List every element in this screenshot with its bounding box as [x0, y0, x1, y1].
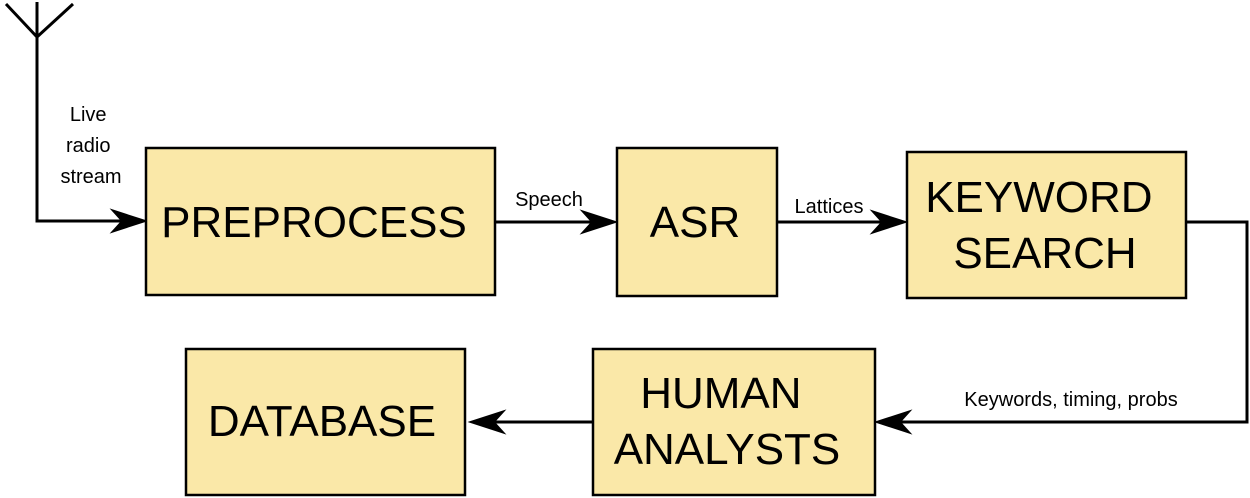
- node-human-analysts-label-line-1: HUMAN: [640, 369, 801, 418]
- edge-preprocess-to-asr-arrowhead: [579, 209, 619, 235]
- edge-asr-to-keyword: Lattices: [778, 196, 909, 235]
- svg-text:DATABASE: DATABASE: [208, 397, 436, 446]
- edge-input-label-line-2: radio: [66, 135, 110, 157]
- node-human-analysts-box: [591, 347, 877, 497]
- node-database-box: [184, 347, 467, 497]
- node-database: DATABASE: [184, 347, 467, 497]
- edge-keyword-to-analysts-label: Keywords, timing, probs: [964, 389, 1177, 411]
- node-preprocess: PREPROCESS: [144, 146, 497, 297]
- antenna-icon: [4, 2, 75, 39]
- node-asr: ASR: [615, 146, 779, 298]
- edge-input-line: [35, 37, 130, 223]
- svg-text:ASR: ASR: [650, 198, 740, 247]
- node-preprocess-box: [144, 146, 497, 297]
- edge-input: Live radio stream: [35, 37, 149, 234]
- edge-asr-to-keyword-arrowhead: [869, 209, 909, 235]
- node-database-label: DATABASE: [208, 397, 436, 446]
- node-keyword-search-box: [905, 150, 1188, 300]
- edge-preprocess-to-asr-label: Speech: [515, 189, 583, 211]
- node-human-analysts: HUMAN ANALYSTS: [591, 347, 877, 497]
- edge-input-label-line-3: stream: [60, 166, 121, 188]
- node-asr-label: ASR: [650, 198, 740, 247]
- svg-text:Keywords, timing, probs: Keywords, timing, probs: [964, 389, 1177, 411]
- edge-keyword-to-analysts-arrowhead: [873, 409, 913, 435]
- node-preprocess-label: PREPROCESS: [161, 198, 467, 247]
- edge-asr-to-keyword-label: Lattices: [795, 196, 864, 218]
- svg-text:Speech: Speech: [515, 189, 583, 211]
- edge-input-arrowhead: [109, 208, 149, 234]
- edge-analysts-to-database-arrowhead: [467, 409, 507, 435]
- edge-analysts-to-database: [467, 409, 592, 435]
- node-human-analysts-label-line-2: ANALYSTS: [614, 425, 841, 474]
- node-asr-box: [615, 146, 779, 298]
- edge-input-label-line-1: Live: [70, 104, 107, 126]
- edge-preprocess-to-asr: Speech: [496, 189, 619, 235]
- edge-keyword-to-analysts: Keywords, timing, probs: [873, 220, 1249, 435]
- node-keyword-search-label-line-2: SEARCH: [953, 229, 1136, 278]
- svg-text:Live radio stream: Live radio stream: [60, 104, 121, 188]
- node-keyword-search: KEYWORD SEARCH: [905, 150, 1188, 300]
- svg-text:KEYWORD SEARCH: KEYWORD SEARCH: [925, 173, 1165, 278]
- edge-keyword-to-analysts-line: [892, 220, 1249, 424]
- node-keyword-search-label-line-1: KEYWORD: [925, 173, 1152, 222]
- svg-text:Lattices: Lattices: [795, 196, 864, 218]
- svg-text:HUMAN ANALYSTS: HUMAN ANALYSTS: [614, 369, 841, 474]
- svg-text:PREPROCESS: PREPROCESS: [161, 198, 467, 247]
